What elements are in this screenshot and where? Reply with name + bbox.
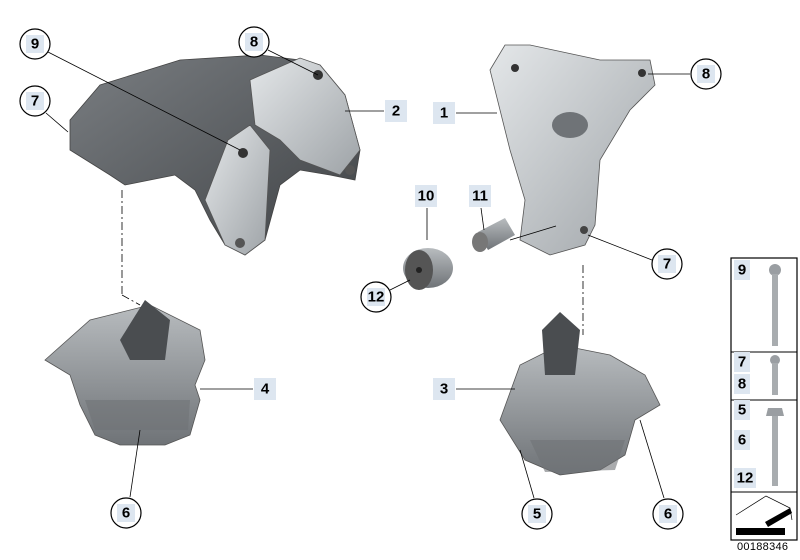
callout-label: 12 <box>368 289 385 306</box>
callout-label: 8 <box>250 34 258 51</box>
engine-mount-right-3 <box>499 312 661 476</box>
callout-label: 5 <box>533 506 541 523</box>
panel-label: 12 <box>737 470 754 487</box>
callout-5: 5 <box>521 498 553 530</box>
sleeve-11 <box>472 218 515 252</box>
callout-label: 4 <box>261 381 270 398</box>
engine-support-bracket-left <box>69 54 361 256</box>
short-bolt-icon <box>770 355 780 395</box>
rubber-mount-12 <box>403 248 453 290</box>
reference-number: 00188346 <box>737 541 789 553</box>
callout-1: 1 <box>433 102 455 124</box>
callout-label: 7 <box>31 93 39 110</box>
callout-6: 6 <box>110 497 142 529</box>
callout-label: 11 <box>472 188 488 205</box>
callout-10: 10 <box>415 185 437 207</box>
panel-label: 9 <box>738 262 746 279</box>
callout-11: 11 <box>469 185 491 207</box>
callout-3: 3 <box>433 378 455 400</box>
callout-6: 6 <box>652 498 684 530</box>
long-bolt-icon <box>769 264 781 346</box>
callout-7: 7 <box>19 85 51 117</box>
engine-support-bracket-right <box>489 44 656 256</box>
panel-label: 7 <box>738 354 746 371</box>
arrow-icon <box>735 495 793 535</box>
callout-label: 1 <box>440 105 448 122</box>
callout-12: 12 <box>360 281 392 313</box>
callout-2: 2 <box>385 100 407 122</box>
callout-label: 3 <box>440 381 448 398</box>
hex-bolt-icon <box>766 408 784 486</box>
callout-9: 9 <box>19 28 51 60</box>
callout-label: 10 <box>418 188 435 205</box>
panel-label: 6 <box>738 432 746 449</box>
panel-label: 8 <box>738 376 746 393</box>
callout-label: 6 <box>122 505 130 522</box>
engine-mount-left-4 <box>44 300 206 446</box>
callout-label: 8 <box>702 66 710 83</box>
callout-7: 7 <box>651 248 683 280</box>
callout-4: 4 <box>254 378 276 400</box>
panel-label: 5 <box>738 402 746 419</box>
callout-8: 8 <box>238 26 270 58</box>
callout-label: 6 <box>664 506 672 523</box>
callout-label: 2 <box>392 103 400 120</box>
callout-label: 9 <box>31 36 39 53</box>
fastener-panel: 9 7 8 5 6 12 <box>730 257 798 541</box>
leader-lines <box>45 49 690 499</box>
callout-8: 8 <box>690 58 722 90</box>
callout-label: 7 <box>663 256 671 273</box>
